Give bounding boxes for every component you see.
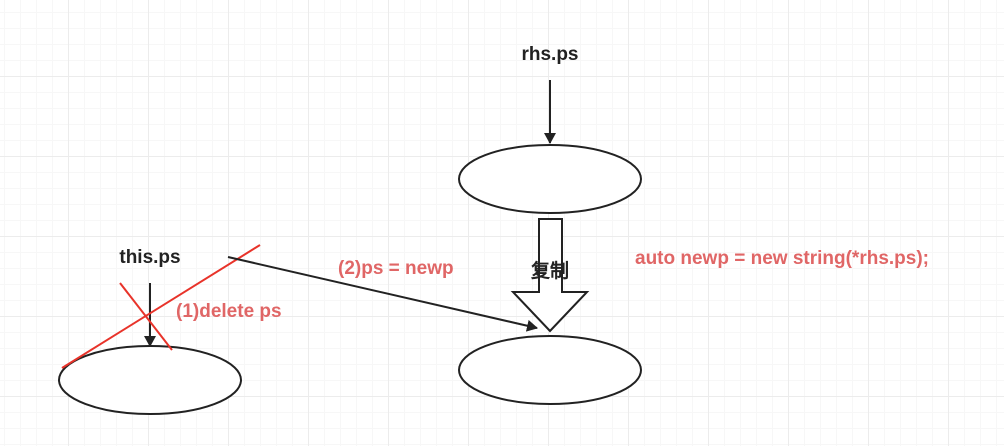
code-label: auto newp = new string(*rhs.ps); xyxy=(635,248,929,269)
rhs-ps-label: rhs.ps xyxy=(521,44,578,65)
old-string-ellipse xyxy=(58,345,242,415)
this-ps-label: this.ps xyxy=(119,247,180,268)
assign-step-label: (2)ps = newp xyxy=(338,258,454,279)
rhs-string-ellipse xyxy=(458,144,642,214)
reassigned-pointer-arrow xyxy=(227,256,538,332)
delete-cross-line xyxy=(119,282,173,351)
delete-strike-line xyxy=(61,244,261,369)
delete-step-label: (1)delete ps xyxy=(176,301,282,322)
new-string-ellipse xyxy=(458,335,642,405)
copy-block-arrow xyxy=(510,218,590,333)
copy-label: 复制 xyxy=(530,259,569,282)
